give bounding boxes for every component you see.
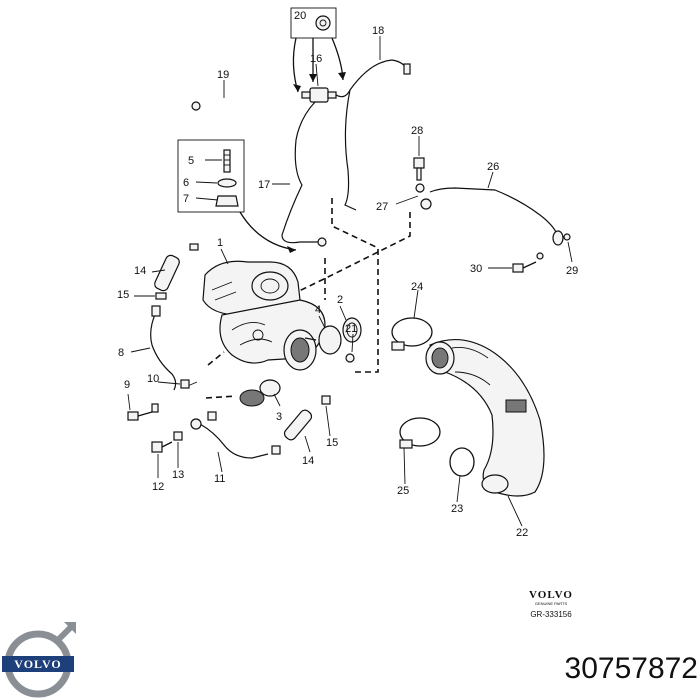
outlet-part-3 — [239, 379, 281, 407]
bolt-part-30 — [512, 261, 537, 273]
bolt-part-28 — [413, 157, 425, 181]
valve-part-16 — [301, 87, 337, 103]
callout-13: 13 — [172, 469, 184, 481]
callout-2: 2 — [337, 294, 343, 306]
banjo-part-11 — [190, 418, 202, 430]
o-ring-part-23 — [449, 447, 475, 477]
oil-line-fitting-8 — [151, 305, 161, 317]
clip-part-20 — [315, 15, 331, 31]
callout-8: 8 — [118, 347, 124, 359]
clamp-part-25 — [399, 417, 441, 449]
nut-part-7 — [215, 195, 239, 207]
oil-return-part-11 — [199, 423, 269, 459]
callout-29: 29 — [566, 265, 578, 277]
callout-30: 30 — [470, 263, 482, 275]
volvo-logo-text: VOLVO — [14, 657, 61, 671]
callout-1: 1 — [217, 237, 223, 249]
callout-14-lower: 14 — [302, 455, 314, 467]
fitting-lower-14 — [271, 445, 281, 455]
callout-10: 10 — [147, 373, 159, 385]
inset-box-parts-5-6-7 — [177, 139, 245, 213]
clamp-part-24 — [391, 317, 433, 351]
hose-end-17 — [317, 237, 327, 247]
callout-5: 5 — [188, 155, 194, 167]
callout-12: 12 — [152, 481, 164, 493]
clamp-part-15-lower — [321, 395, 331, 405]
washer-part-11 — [207, 411, 217, 421]
callout-27: 27 — [376, 201, 388, 213]
callout-21: 21 — [345, 323, 357, 335]
callout-18: 18 — [372, 25, 384, 37]
hose-end-19 — [191, 101, 201, 111]
hose-part-14-lower — [283, 409, 313, 441]
document-code: GR-333156 — [530, 610, 572, 619]
washer-part-13 — [173, 431, 183, 441]
callout-17: 17 — [258, 179, 270, 191]
callout-16: 16 — [310, 53, 322, 65]
bolt-part-12 — [151, 441, 173, 453]
callout-4: 4 — [315, 304, 321, 316]
brand-block: VOLVO GENUINE PARTS GR-333156 — [511, 589, 591, 620]
callout-14-upper: 14 — [134, 265, 146, 277]
callout-7: 7 — [183, 193, 189, 205]
callout-19: 19 — [217, 69, 229, 81]
callout-22: 22 — [516, 527, 528, 539]
brand-subtitle: GENUINE PARTS — [534, 601, 568, 606]
callout-20: 20 — [294, 10, 306, 22]
brand-name: VOLVO — [529, 589, 573, 601]
callout-15-lower: 15 — [326, 437, 338, 449]
callout-28: 28 — [411, 125, 423, 137]
pipe-part-26 — [429, 187, 558, 235]
clamp-part-15-upper — [155, 292, 167, 300]
callout-15-upper: 15 — [117, 289, 129, 301]
fitting-upper-14 — [189, 243, 199, 251]
washer-part-29a — [536, 252, 544, 260]
callout-11: 11 — [214, 473, 225, 485]
callout-26: 26 — [487, 161, 499, 173]
hose-part-17 — [281, 101, 318, 244]
turbocharger-part-1 — [202, 260, 326, 371]
pipe-end-26 — [552, 230, 564, 246]
callout-25: 25 — [397, 485, 409, 497]
callout-24: 24 — [411, 281, 423, 293]
hose-end-18 — [403, 63, 411, 75]
volvo-logo: VOLVO — [2, 622, 76, 698]
stud-part-5 — [223, 149, 231, 173]
washer-part-9 — [151, 403, 159, 413]
charge-pipe-part-22 — [425, 338, 545, 497]
washer-part-6 — [217, 178, 237, 188]
callout-3: 3 — [276, 411, 282, 423]
gasket-part-2 — [342, 317, 362, 343]
actuator-part-4 — [304, 325, 342, 355]
washer-part-27b — [420, 198, 432, 210]
bolt-part-9 — [127, 411, 153, 421]
washer-part-29b — [563, 233, 571, 241]
washer-part-10 — [180, 379, 190, 389]
callout-9: 9 — [124, 379, 130, 391]
part-number: 30757872 — [564, 652, 698, 685]
inset-arrows — [239, 37, 346, 253]
callout-23: 23 — [451, 503, 463, 515]
washer-part-27a — [415, 183, 425, 193]
hose-part-18 — [335, 59, 409, 211]
nut-part-21 — [345, 353, 355, 363]
hose-part-14-upper — [154, 254, 180, 292]
callout-6: 6 — [183, 177, 189, 189]
leader-lines — [127, 36, 573, 527]
oil-line-part-8 — [150, 311, 177, 391]
